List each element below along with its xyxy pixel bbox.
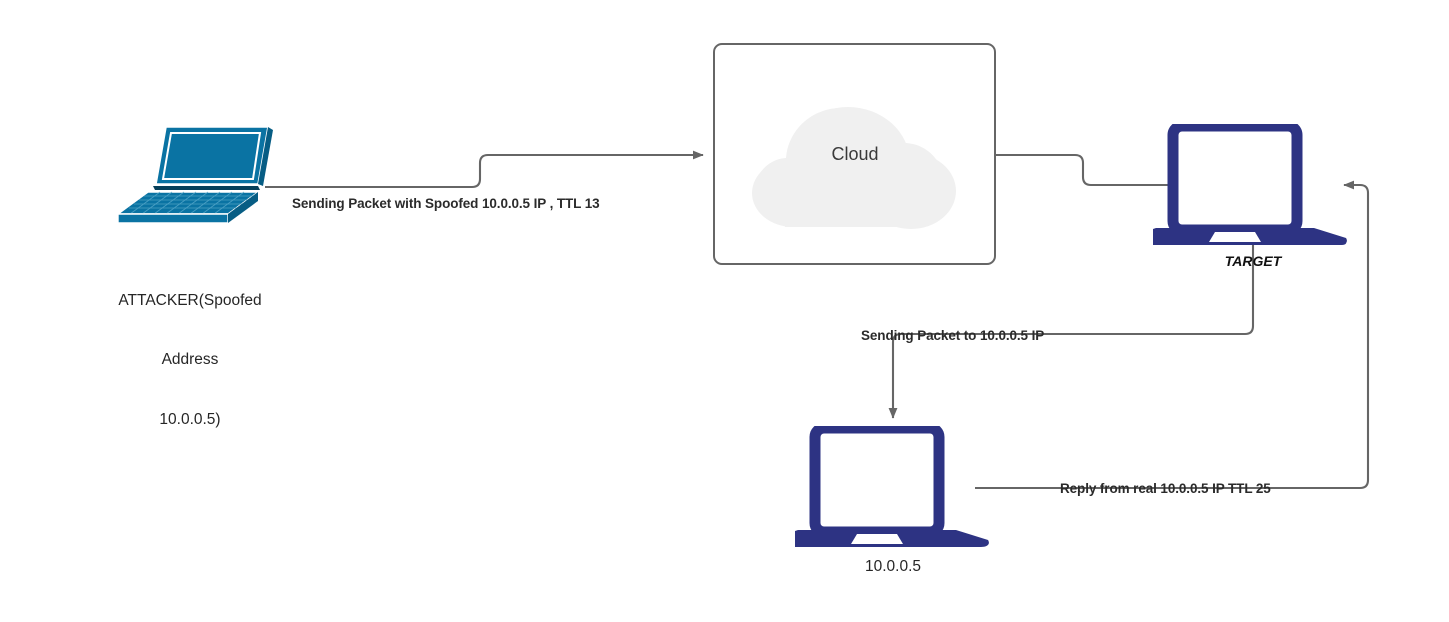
node-victim[interactable]	[767, 422, 995, 550]
cloud-icon	[752, 107, 956, 229]
edge-label-target-to-victim: Sending Packet to 10.0.0.5 IP	[861, 328, 1045, 343]
target-label: TARGET	[1224, 253, 1282, 269]
edge-attacker-to-cloud	[265, 150, 704, 189]
attacker-label-line2: Address	[161, 351, 219, 369]
cloud-container-box[interactable]	[713, 43, 996, 265]
edge-cloud-to-target	[996, 153, 1173, 187]
laptop-front-icon	[1125, 120, 1347, 245]
node-target[interactable]	[1125, 120, 1353, 248]
edge-label-victim-to-target: Reply from real 10.0.0.5 IP TTL 25	[1060, 481, 1271, 496]
node-attacker[interactable]	[108, 122, 273, 227]
attacker-label-line1: ATTACKER(Spoofed	[118, 291, 262, 309]
attacker-label-line3: 10.0.0.5)	[159, 410, 221, 428]
cloud-label: Cloud	[831, 144, 879, 164]
attacker-label: ATTACKER(Spoofed Address 10.0.0.5)	[65, 251, 315, 469]
edge-label-attacker-to-cloud: Sending Packet with Spoofed 10.0.0.5 IP …	[292, 196, 600, 211]
laptop-front-icon	[767, 422, 989, 547]
victim-label: 10.0.0.5	[864, 558, 922, 575]
laptop-isometric-icon	[115, 126, 273, 224]
